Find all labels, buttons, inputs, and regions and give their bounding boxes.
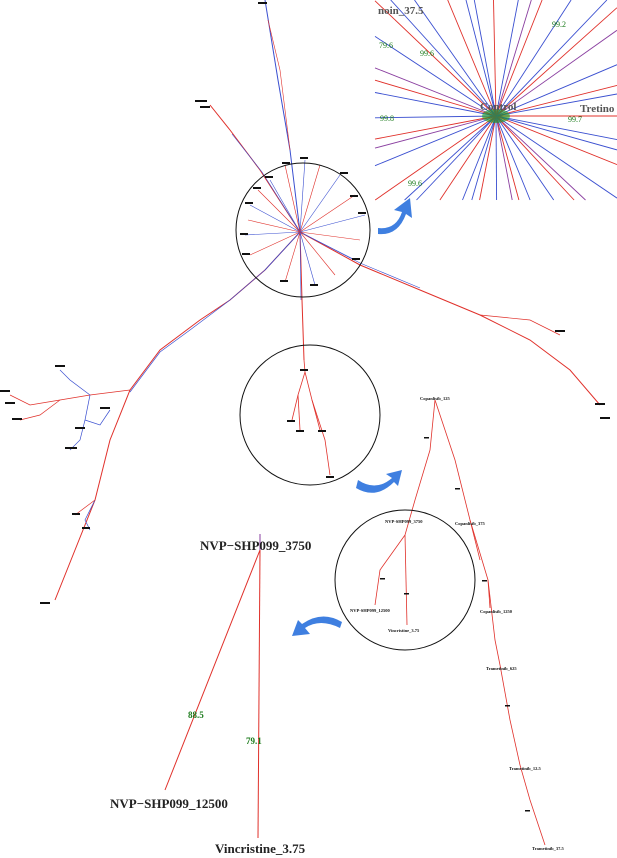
inset-ray bbox=[471, 115, 497, 201]
inset-ray bbox=[374, 0, 497, 117]
inset-ray bbox=[495, 7, 617, 117]
inset-ray bbox=[495, 115, 617, 199]
inset-ray bbox=[439, 115, 497, 201]
mid-label-trametinib-625: Trametinib_625 bbox=[486, 666, 517, 671]
inset-ray bbox=[374, 67, 497, 117]
branch-down bbox=[299, 231, 305, 361]
mid-zoom-tree bbox=[374, 399, 546, 846]
inset-bootstrap-1: 99.2 bbox=[552, 20, 566, 29]
starburst bbox=[244, 159, 366, 286]
inset-ray bbox=[374, 115, 497, 149]
inset-ray bbox=[495, 115, 513, 201]
control-node bbox=[482, 109, 510, 123]
inset-ray bbox=[374, 115, 497, 119]
mid-label-vincristine: Vincristine_3.75 bbox=[388, 628, 420, 633]
mid-zoom-labels: Copanlisib_125 NVP-SHP099_3750 Copanlisi… bbox=[350, 396, 565, 851]
branch-cluster-e bbox=[84, 409, 111, 426]
inset-ray bbox=[374, 79, 497, 117]
mid-label-copanlisib-1250: Copanlisib_1250 bbox=[480, 609, 513, 614]
mid-label-nvp-12500: NVP-SHP099_12500 bbox=[350, 608, 390, 613]
inset-ray bbox=[495, 0, 543, 117]
inset-ray bbox=[465, 0, 497, 117]
arrow-icon bbox=[292, 616, 342, 636]
mid-label-trametinib-37-5: Trametinib_37.5 bbox=[532, 846, 565, 851]
branch-down-blue bbox=[299, 231, 302, 301]
bottom-bootstrap-right: 79.1 bbox=[246, 736, 262, 746]
branch-cluster-b bbox=[59, 369, 91, 396]
inset-ray bbox=[414, 0, 497, 117]
branch-cluster-g bbox=[74, 499, 96, 516]
inset-ray bbox=[473, 0, 497, 117]
inset-ray bbox=[416, 115, 497, 201]
inset-ray bbox=[374, 92, 497, 117]
inset-ray bbox=[495, 115, 531, 201]
arrow-icon bbox=[356, 470, 402, 493]
inset-ray bbox=[374, 115, 497, 201]
inset-bootstrap-2: 79.6 bbox=[379, 41, 393, 50]
branch-cluster-d bbox=[19, 399, 61, 421]
inset-ray bbox=[495, 0, 519, 117]
inset-ray bbox=[495, 115, 586, 201]
inset-ray bbox=[495, 64, 617, 117]
mid-zoom-node-marks bbox=[380, 437, 530, 812]
branch-top bbox=[264, 0, 301, 233]
inset-label-right: Tretino bbox=[580, 103, 615, 115]
mid-label-trametinib-12-5: Trametinib_12.5 bbox=[509, 766, 542, 771]
inset-ray bbox=[495, 29, 617, 117]
branch-right bbox=[299, 231, 601, 406]
inset-ray bbox=[493, 0, 497, 117]
inset-label-left: noin_37.5 bbox=[378, 5, 424, 17]
branch-top-red bbox=[267, 19, 291, 151]
inset-ray bbox=[495, 115, 555, 201]
inset-ray bbox=[462, 115, 497, 201]
inset-ray bbox=[479, 115, 497, 201]
bottom-bootstrap-left: 88.5 bbox=[188, 710, 204, 720]
inset-ray bbox=[390, 0, 497, 117]
inset-label-center: Control bbox=[480, 101, 516, 113]
branch-left-blue bbox=[129, 231, 301, 393]
mid-label-copanlisib-125: Copanlisib_125 bbox=[420, 396, 451, 401]
inset-ray bbox=[495, 0, 532, 117]
inset-ray bbox=[374, 115, 497, 167]
branch-cluster-a bbox=[9, 389, 131, 406]
bottom-label-left: NVP−SHP099_12500 bbox=[110, 796, 228, 811]
mid-label-copanlisib-375: Copanlisib_375 bbox=[455, 521, 486, 526]
inset-ray bbox=[495, 93, 617, 117]
inset-bootstrap-6: 99.6 bbox=[408, 179, 422, 188]
inset-ray bbox=[495, 115, 498, 201]
inset-ray bbox=[495, 0, 572, 117]
inset-ray bbox=[495, 84, 617, 117]
zoom-circle-mid bbox=[239, 344, 381, 486]
branch-ul-blue bbox=[231, 133, 301, 233]
branch-cluster-c bbox=[69, 394, 91, 451]
arrow-icon bbox=[378, 198, 412, 235]
mid-subtree-marks bbox=[287, 369, 334, 478]
zoom-circle-top bbox=[235, 162, 371, 298]
zoom-circle-lower bbox=[334, 509, 476, 651]
mid-label-nvp-3750: NVP-SHP099_3750 bbox=[385, 519, 423, 524]
tip-marks bbox=[0, 2, 610, 604]
bottom-label-bottom: Vincristine_3.75 bbox=[215, 841, 306, 856]
inset-bootstrap-5: 99.7 bbox=[568, 115, 582, 124]
inset-ray bbox=[374, 115, 497, 140]
inset-ray bbox=[374, 36, 497, 117]
inset-top-right: noin_37.5 Control Tretino 99.2 79.6 99.6… bbox=[374, 0, 617, 201]
bottom-zoom-tree bbox=[164, 549, 261, 839]
inset-ray bbox=[495, 115, 617, 166]
inset-bootstrap-3: 99.6 bbox=[420, 49, 434, 58]
inset-bootstrap-4: 99.8 bbox=[380, 114, 394, 123]
bottom-label-top: NVP−SHP099_3750 bbox=[200, 538, 311, 553]
inset-ray bbox=[404, 115, 497, 201]
inset-ray bbox=[495, 115, 617, 151]
inset-ray bbox=[495, 115, 617, 141]
mid-subtree bbox=[291, 359, 331, 476]
branch-right-2 bbox=[479, 314, 561, 336]
inset-ray bbox=[495, 115, 520, 201]
branch-cluster-f bbox=[84, 499, 96, 531]
inset-ray bbox=[495, 115, 575, 201]
inset-ray bbox=[495, 0, 608, 117]
inset-ray bbox=[447, 0, 497, 117]
